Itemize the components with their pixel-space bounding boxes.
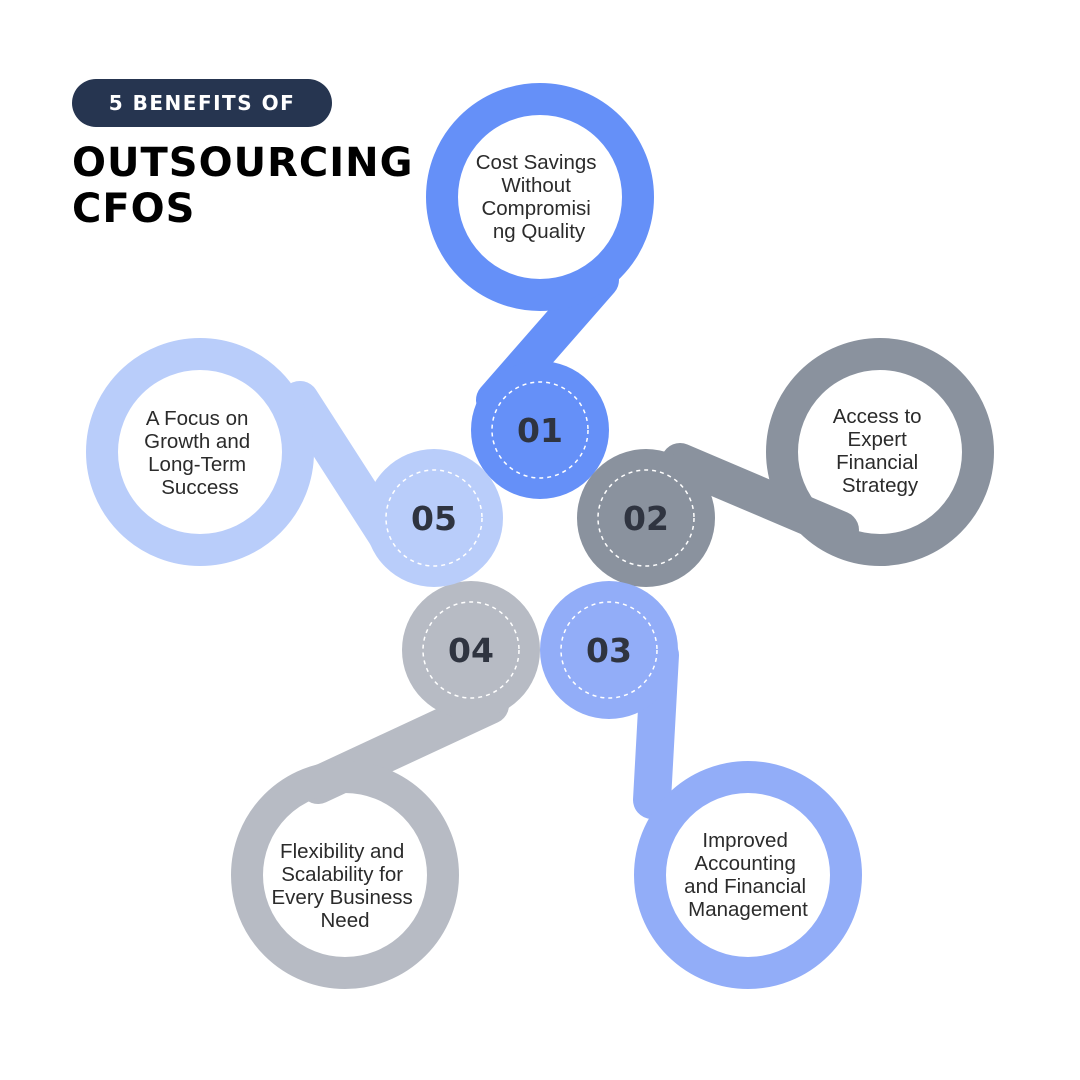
title-line-2: CFOS [72, 186, 196, 232]
outer-ring-02 [766, 338, 994, 566]
benefit-label-02: Access to Expert Financial Strategy [833, 405, 928, 497]
number-circle-03 [540, 581, 678, 719]
benefit-label-05: A Focus on Growth and Long-Term Success [144, 407, 256, 499]
benefit-01: 01 Cost Savings Without Compromisi ng Qu… [426, 83, 654, 499]
dashed-ring-04 [422, 601, 520, 699]
benefit-05: 05 A Focus on Growth and Long-Term Succe… [86, 338, 503, 587]
number-circle-04 [402, 581, 540, 719]
number-circle-02 [577, 449, 715, 587]
number-circle-01 [471, 361, 609, 499]
benefit-number-03: 03 [586, 631, 632, 670]
title-line-1: OUTSOURCING [72, 140, 414, 186]
benefit-number-05: 05 [411, 499, 457, 538]
benefit-label-04: Flexibility and Scalability for Every Bu… [272, 840, 419, 932]
benefit-04: 04 Flexibility and Scalability for Every… [231, 581, 540, 989]
benefit-label-03: Improved Accounting and Financial Manage… [684, 829, 812, 921]
outer-ring-03 [634, 761, 862, 989]
benefit-02: 02 Access to Expert Financial Strategy [577, 338, 994, 587]
number-circle-05 [365, 449, 503, 587]
benefit-03: 03 Improved Accounting and Financial Man… [540, 581, 862, 989]
dashed-ring-01 [491, 381, 589, 479]
benefit-number-04: 04 [448, 631, 494, 670]
benefit-number-02: 02 [623, 499, 669, 538]
dashed-ring-03 [560, 601, 658, 699]
dashed-ring-02 [597, 469, 695, 567]
header-badge: 5 BENEFITS OF [72, 79, 332, 127]
outer-ring-04 [231, 761, 459, 989]
benefit-number-01: 01 [517, 411, 563, 450]
benefit-label-01: Cost Savings Without Compromisi ng Quali… [476, 151, 602, 243]
page-title: OUTSOURCING CFOS [72, 140, 432, 232]
outer-ring-01 [426, 83, 654, 311]
outer-ring-05 [86, 338, 314, 566]
dashed-ring-05 [385, 469, 483, 567]
